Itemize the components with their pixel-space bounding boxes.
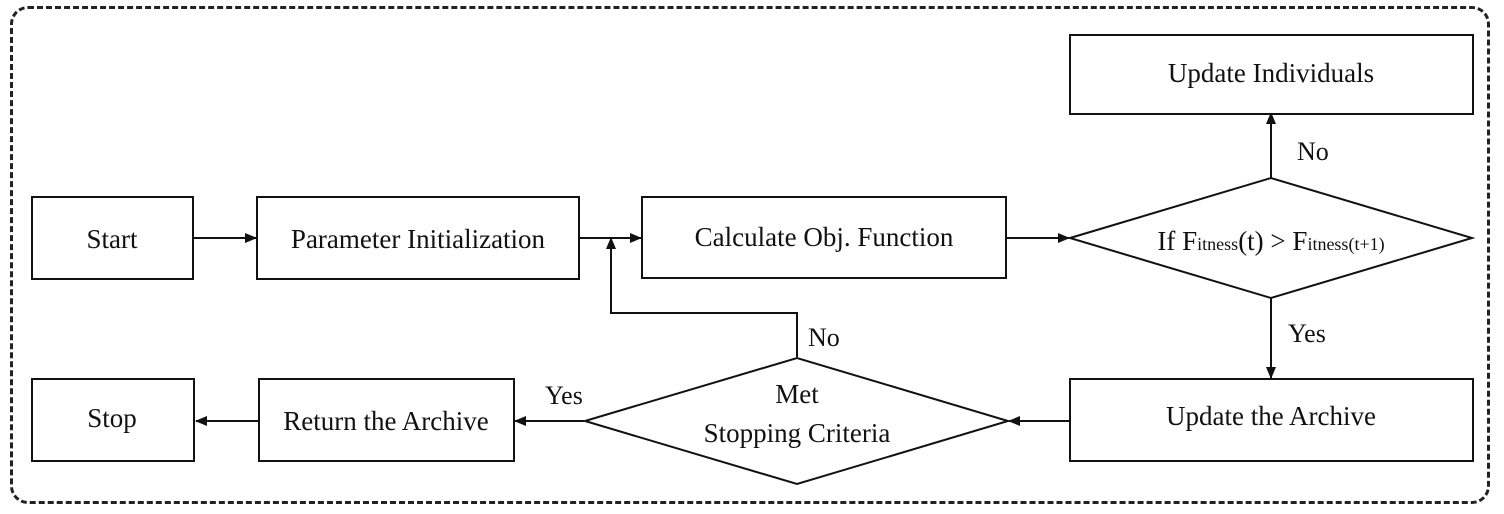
dashed-border-frame [10,6,1490,504]
node-parameter-initialization: Parameter Initialization [256,196,580,280]
node-update-the-archive: Update the Archive [1069,378,1474,462]
fitness-yes-edge-label: Yes [1288,319,1326,348]
stopping-criteria-label-line2: Stopping Criteria [704,418,891,448]
node-return-the-archive: Return the Archive [258,378,515,462]
node-start: Start [31,196,194,280]
edge-stopping-no-loop [606,237,798,357]
node-stopping-criteria-decision: Met Stopping Criteria [581,356,1012,486]
calculate-obj-function-label: Calculate Obj. Function [695,222,954,252]
return-the-archive-label: Return the Archive [283,406,488,436]
stop-label: Stop [87,403,137,433]
fitness-no-edge-label: No [1297,137,1329,166]
parameter-initialization-label: Parameter Initialization [291,224,546,254]
node-stop: Stop [31,378,195,462]
node-fitness-decision: If Fitness(t) > Fitness(t+1) [1066,176,1476,300]
node-calculate-obj-function: Calculate Obj. Function [641,196,1007,279]
edges [194,112,1276,426]
update-the-archive-label: Update the Archive [1166,401,1376,431]
node-update-individuals: Update Individuals [1069,34,1474,115]
update-individuals-label: Update Individuals [1168,58,1374,88]
stopping-yes-edge-label: Yes [545,381,583,410]
start-label: Start [87,224,138,254]
stopping-no-edge-label: No [808,323,840,352]
stopping-criteria-label-line1: Met [775,379,819,409]
fitness-condition-label: If Fitness(t) > Fitness(t+1) [1157,226,1384,256]
